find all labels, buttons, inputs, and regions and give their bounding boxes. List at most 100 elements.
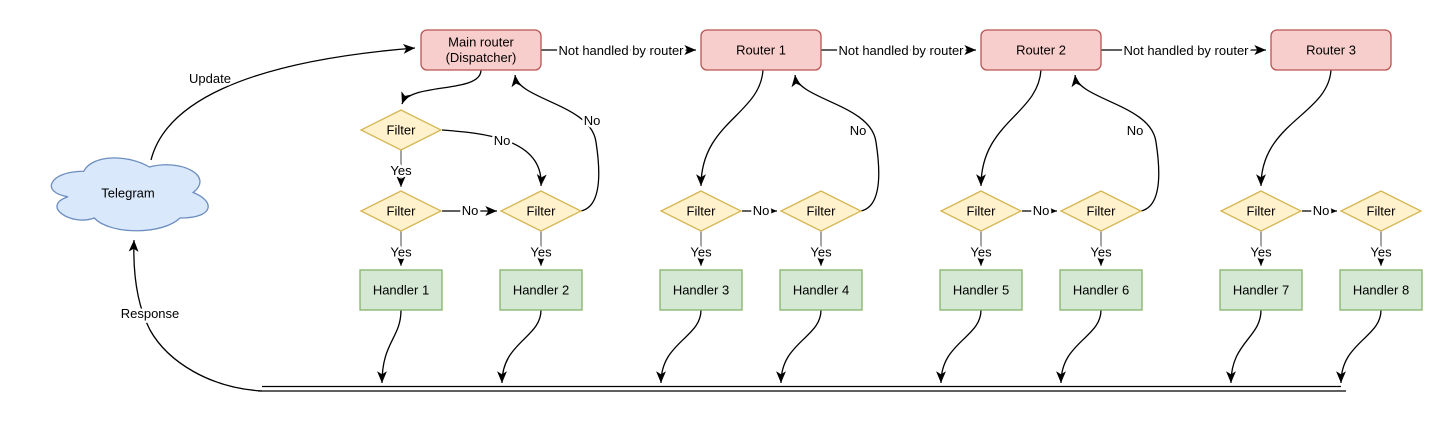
filter1-label: Filter bbox=[387, 123, 417, 138]
handler6-box bbox=[1059, 269, 1143, 311]
node-handler6: Handler 6 bbox=[1059, 269, 1143, 311]
edge-filter5-no-return-router1 bbox=[791, 74, 880, 212]
edge-label-filter4-yes: Yes bbox=[690, 245, 712, 260]
edge-label-filter8-yes: Yes bbox=[1250, 245, 1272, 260]
node-router3: Router 3 bbox=[1270, 29, 1392, 71]
handler1-label: Handler 1 bbox=[373, 283, 429, 298]
router3-box bbox=[1270, 29, 1392, 71]
edge-label-not-handled-2: Not handled by router bbox=[838, 43, 964, 58]
edge-label-filter2-no: No bbox=[462, 203, 479, 218]
edge-handler3-to-bus bbox=[656, 309, 702, 384]
handler4-label: Handler 4 bbox=[793, 283, 849, 298]
router3-label: Router 3 bbox=[1306, 43, 1356, 58]
node-handler2: Handler 2 bbox=[499, 269, 583, 311]
edge-handler5-to-bus bbox=[936, 309, 982, 384]
edge-label-filter2-yes: Yes bbox=[390, 245, 412, 260]
filter4-label: Filter bbox=[687, 204, 717, 219]
node-filter6: Filter bbox=[939, 190, 1023, 232]
filter6-label: Filter bbox=[967, 204, 997, 219]
handler4-box bbox=[779, 269, 863, 311]
node-filter8: Filter bbox=[1219, 190, 1303, 232]
edge-label-filter1-no: No bbox=[494, 133, 511, 148]
handler3-box bbox=[659, 269, 743, 311]
filter9-diamond bbox=[1339, 190, 1423, 232]
edge-label-filter3-no: No bbox=[584, 113, 601, 128]
edge-label-filter3-yes: Yes bbox=[530, 245, 552, 260]
edge-label-not-handled-3: Not handled by router bbox=[1123, 43, 1249, 58]
edge-filter3-no-return-dispatcher bbox=[511, 74, 600, 212]
edge-label-filter6-yes: Yes bbox=[970, 245, 992, 260]
node-router2: Router 2 bbox=[980, 29, 1102, 71]
handler8-box bbox=[1339, 269, 1423, 311]
filter9-label: Filter bbox=[1367, 204, 1397, 219]
edge-label-filter1-yes: Yes bbox=[390, 163, 412, 178]
node-filter1: Filter bbox=[359, 109, 443, 151]
handler8-label: Handler 8 bbox=[1353, 283, 1409, 298]
handler1-box bbox=[359, 269, 443, 311]
router1-label: Router 1 bbox=[736, 43, 786, 58]
edge-label-filter4-no: No bbox=[753, 203, 770, 218]
edge-router2-to-filter6 bbox=[976, 69, 1042, 187]
telegram-label: Telegram bbox=[101, 186, 154, 201]
node-handler1: Handler 1 bbox=[359, 269, 443, 311]
edge-handler1-to-bus bbox=[377, 309, 402, 384]
filter3-label: Filter bbox=[527, 204, 557, 219]
filter2-label: Filter bbox=[387, 204, 417, 219]
edge-label-not-handled-1: Not handled by router bbox=[558, 43, 684, 58]
node-filter9: Filter bbox=[1339, 190, 1423, 232]
edge-filter1-no-to-filter3 bbox=[441, 129, 547, 187]
handler3-label: Handler 3 bbox=[673, 283, 729, 298]
edge-label-filter9-yes: Yes bbox=[1370, 245, 1392, 260]
edge-router3-to-filter8 bbox=[1256, 69, 1332, 187]
handler2-label: Handler 2 bbox=[513, 283, 569, 298]
edge-handler8-to-bus bbox=[1336, 309, 1382, 384]
filter1-diamond bbox=[359, 109, 443, 151]
cloud-shape bbox=[50, 157, 209, 232]
edge-handler7-to-bus bbox=[1226, 309, 1262, 384]
filter2-diamond bbox=[359, 190, 443, 232]
dispatcher-label-line2: (Dispatcher) bbox=[446, 50, 517, 65]
handler6-label: Handler 6 bbox=[1073, 283, 1129, 298]
edge-label-filter7-no: No bbox=[1127, 123, 1144, 138]
handler5-box bbox=[939, 269, 1023, 311]
node-filter4: Filter bbox=[659, 190, 743, 232]
handler7-box bbox=[1219, 269, 1303, 311]
edge-handler4-to-bus bbox=[776, 309, 822, 384]
edge-update bbox=[150, 44, 416, 161]
edge-response bbox=[128, 239, 263, 392]
edge-label-filter5-no: No bbox=[850, 123, 867, 138]
response-bus bbox=[258, 385, 1346, 392]
handler5-label: Handler 5 bbox=[953, 283, 1009, 298]
node-handler4: Handler 4 bbox=[779, 269, 863, 311]
edge-labels: Update Response Not handled by router No… bbox=[118, 41, 1394, 324]
dispatcher-box bbox=[420, 29, 542, 71]
filter8-diamond bbox=[1219, 190, 1303, 232]
filter8-label: Filter bbox=[1247, 204, 1277, 219]
filter5-label: Filter bbox=[807, 204, 837, 219]
node-handler5: Handler 5 bbox=[939, 269, 1023, 311]
node-handler7: Handler 7 bbox=[1219, 269, 1303, 311]
edge-label-update: Update bbox=[189, 71, 231, 86]
edge-label-filter6-no: No bbox=[1033, 203, 1050, 218]
node-filter2: Filter bbox=[359, 190, 443, 232]
router1-box bbox=[700, 29, 822, 71]
edge-filter7-no-return-router2 bbox=[1071, 74, 1160, 212]
node-router1: Router 1 bbox=[700, 29, 822, 71]
handler7-label: Handler 7 bbox=[1233, 283, 1289, 298]
node-handler8: Handler 8 bbox=[1339, 269, 1423, 311]
edge-handler2-to-bus bbox=[497, 309, 542, 384]
dispatcher-label-line1: Main router bbox=[448, 35, 514, 50]
router2-box bbox=[980, 29, 1102, 71]
edge-label-filter5-yes: Yes bbox=[810, 245, 832, 260]
filter5-diamond bbox=[779, 190, 863, 232]
edges bbox=[128, 44, 1386, 392]
filter7-diamond bbox=[1059, 190, 1143, 232]
filter4-diamond bbox=[659, 190, 743, 232]
edge-router1-to-filter4 bbox=[696, 69, 764, 187]
node-filter3: Filter bbox=[499, 190, 583, 232]
node-filter5: Filter bbox=[779, 190, 863, 232]
edge-dispatcher-to-filter1 bbox=[401, 69, 482, 105]
node-filter7: Filter bbox=[1059, 190, 1143, 232]
